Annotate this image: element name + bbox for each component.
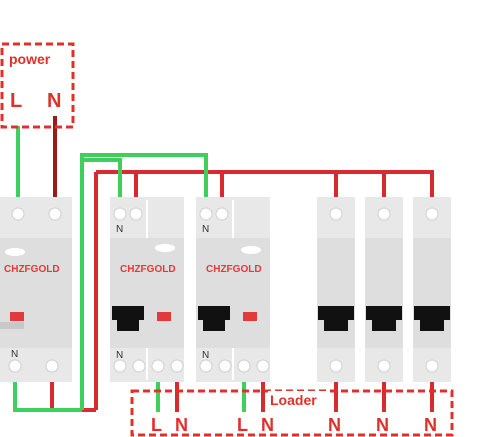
mcb-3-top-terminal — [425, 207, 439, 221]
mcb-2-toggle — [366, 306, 402, 320]
main-top-terminal-l — [11, 207, 25, 221]
rcbo-1-toggle — [112, 306, 144, 320]
rcbo-1: CHZFGOLD N N — [110, 197, 184, 382]
wires — [13, 116, 434, 412]
rcbo-1-bottom-terminal-d — [170, 359, 184, 373]
power-terminal-n: N — [47, 90, 61, 112]
rcbo-1-neutral-bottom: N — [116, 350, 123, 361]
loader-terminal-6: N — [376, 415, 389, 435]
green-drop-rcbo1 — [82, 158, 122, 214]
rcbo-2-top-terminal-n — [199, 207, 213, 221]
main-breaker-indicator — [10, 312, 24, 321]
power-title: power — [9, 51, 51, 67]
loader-terminal-5: N — [328, 415, 341, 435]
loader-terminal-2: N — [175, 415, 188, 435]
mcb-1-top-terminal — [329, 207, 343, 221]
rcbo-1-label-slot — [155, 244, 175, 252]
green-bottom-return — [13, 372, 82, 412]
loader-terminal-1: L — [151, 415, 162, 435]
main-breaker-neutral-mark: N — [11, 349, 18, 360]
rcbo-2-bottom-terminal-b — [218, 359, 232, 373]
main-bottom-terminal-n — [45, 359, 59, 373]
rcbo-1-neutral-top: N — [116, 224, 123, 235]
mcb-3-bottom-terminal — [425, 359, 439, 373]
rcbo-1-top-terminal-n — [113, 207, 127, 221]
mcb-1 — [317, 197, 355, 382]
rcbo-2-bottom-terminal-c — [237, 359, 251, 373]
loader-terminal-4: N — [261, 415, 274, 435]
loader-title: Loader — [270, 392, 317, 408]
mcb-2 — [365, 197, 403, 382]
main-bottom-terminal-l — [8, 359, 22, 373]
mcb-3 — [413, 197, 451, 382]
mcb-1-bottom-terminal — [329, 359, 343, 373]
rcbo-1-bottom-terminal-a — [113, 359, 127, 373]
rcbo-2-neutral-bottom: N — [202, 350, 209, 361]
rcbo-2: CHZFGOLD N N — [196, 197, 270, 382]
rcbo-2-bottom-terminal-d — [256, 359, 270, 373]
rcbo-2-label-slot — [241, 246, 261, 254]
rcbo-2-toggle — [198, 306, 230, 320]
rcbo-1-bottom-terminal-b — [132, 359, 146, 373]
loader-terminal-3: L — [237, 415, 248, 435]
green-top-loop — [80, 153, 208, 410]
loader-terminal-7: N — [424, 415, 437, 435]
main-top-terminal-n — [48, 207, 62, 221]
main-breaker: CHZFGOLD N — [0, 197, 72, 382]
rcbo-1-indicator — [157, 312, 171, 321]
loader-box: Loader L N L N N N N — [130, 389, 454, 437]
power-terminal-l: L — [10, 90, 22, 112]
rcbo-1-bottom-terminal-c — [151, 359, 165, 373]
rcbo-2-top-terminal-l — [215, 207, 229, 221]
rcbo-1-top-terminal-l — [129, 207, 143, 221]
rcbo-1-brand: CHZFGOLD — [120, 264, 176, 275]
rcbo-2-brand: CHZFGOLD — [206, 264, 262, 275]
rcbo-2-neutral-top: N — [202, 224, 209, 235]
mcb-2-bottom-terminal — [377, 359, 391, 373]
rcbo-2-bottom-terminal-a — [199, 359, 213, 373]
rcbo-2-indicator — [243, 312, 257, 321]
power-box: power L N — [0, 42, 75, 129]
mcb-3-toggle — [414, 306, 450, 320]
main-breaker-brand: CHZFGOLD — [4, 264, 60, 275]
mcb-2-top-terminal — [377, 207, 391, 221]
mcb-1-toggle — [318, 306, 354, 320]
main-breaker-label-slot — [5, 248, 25, 256]
